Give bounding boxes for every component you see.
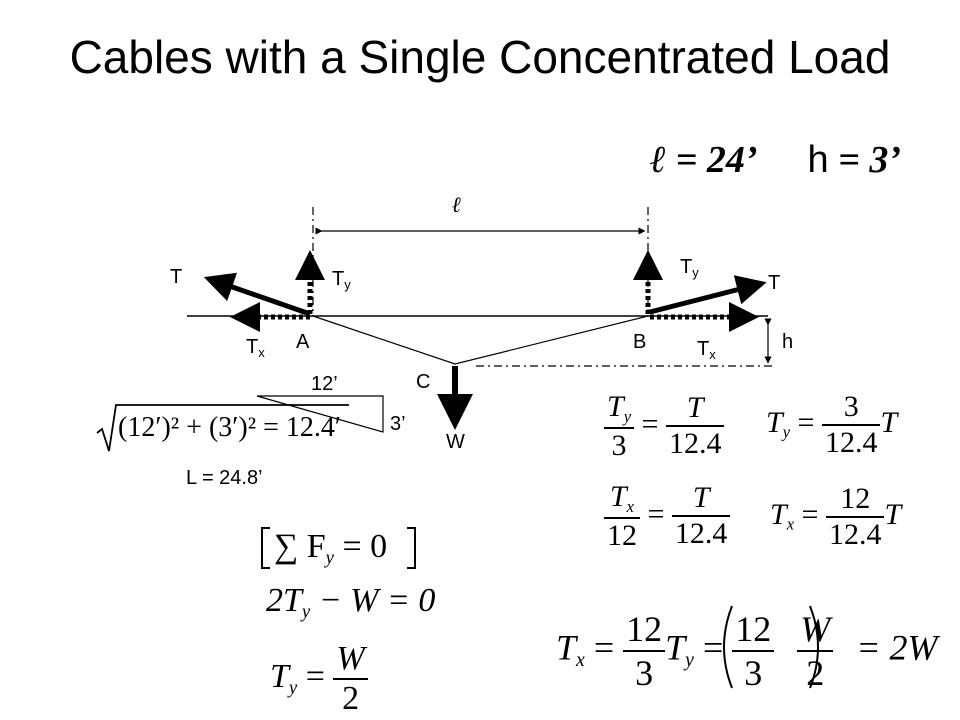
bracket-right (407, 527, 416, 569)
tension-label-left: T (170, 266, 183, 288)
slide-title: Cables with a Single Concentrated Load (69, 31, 891, 83)
paren-right (809, 605, 819, 689)
point-a-label: A (296, 331, 310, 353)
ty-label-left: Ty (332, 268, 351, 292)
tension-arrow-left (203, 272, 311, 317)
ty-label-right: Ty (680, 256, 699, 280)
point-c-label: C (416, 371, 431, 393)
triangle-base-label: 12’ (311, 373, 338, 395)
span-label: ℓ (452, 192, 462, 217)
sum-forces-equation: ∑ Fy = 0 (274, 528, 388, 569)
tension-label-right: T (768, 272, 781, 294)
cable-length-label: L = 24.8’ (186, 467, 263, 489)
paren-left (723, 605, 733, 689)
tension-arrow-right (649, 275, 767, 315)
tx-label-right: Tx (697, 338, 716, 362)
load-label: W (446, 431, 465, 453)
parameters: ℓ = 24’ h = 3’ (650, 138, 901, 182)
sag-label: h (782, 331, 794, 353)
sqrt-radical (96, 404, 349, 452)
sag-letter: h (807, 139, 829, 181)
sqrt-expression: (12′)² + (3′)² = 12.4′ (118, 412, 342, 443)
span-parameter: ℓ = 24’ (650, 139, 758, 181)
sag-parameter: = 3’ (828, 139, 901, 181)
tx-label-left: Tx (246, 336, 265, 360)
cable (312, 315, 649, 365)
slope-triangle (256, 395, 384, 433)
equilibrium-equation: 2Ty − W = 0 (266, 582, 436, 623)
triangle-height-label: 3’ (390, 413, 406, 435)
point-b-label: B (633, 331, 647, 353)
bracket-left (261, 527, 270, 569)
